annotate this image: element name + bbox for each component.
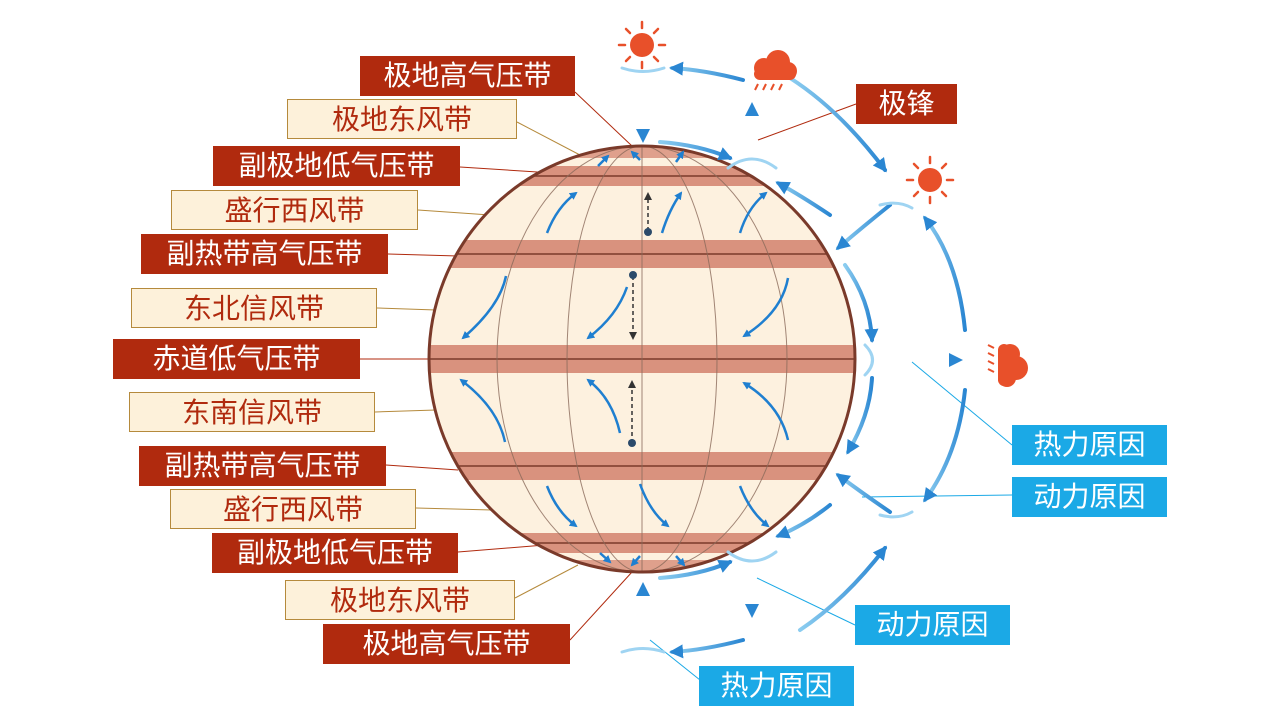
sun-icon <box>905 155 955 205</box>
globe <box>427 144 857 574</box>
wind-arrow <box>586 286 629 340</box>
wind-arrow <box>738 485 770 528</box>
label-polar-high-north: 极地高气压带 <box>360 56 575 96</box>
label-equatorial-low: 赤道低气压带 <box>113 339 360 379</box>
wind-arrow <box>459 378 507 443</box>
label-westerlies-north: 盛行西风带 <box>171 190 418 230</box>
wind-arrow <box>675 555 686 567</box>
wind-arrow <box>630 150 641 161</box>
label-ne-trade-winds: 东北信风带 <box>131 288 377 328</box>
label-polar-easterlies-south: 极地东风带 <box>285 580 515 620</box>
wind-arrow <box>599 552 612 564</box>
label-subpolar-low-south: 副极地低气压带 <box>212 533 458 573</box>
label-subtropical-high-south: 副热带高气压带 <box>139 446 386 486</box>
rain-cloud-icon <box>987 344 1028 387</box>
label-se-trade-winds: 东南信风带 <box>129 392 375 432</box>
label-subpolar-low-north: 副极地低气压带 <box>213 146 460 186</box>
wind-arrow <box>738 191 768 234</box>
label-polar-high-south: 极地高气压带 <box>323 624 570 664</box>
wind-arrow <box>742 277 790 338</box>
label-dynamic-cause-subpolar: 动力原因 <box>855 605 1010 645</box>
wind-arrow <box>660 191 683 234</box>
circulation-cells <box>620 61 967 659</box>
marker-dots <box>628 228 652 447</box>
label-polar-easterlies-north: 极地东风带 <box>287 99 517 139</box>
rain-cloud-icon <box>754 50 797 91</box>
wind-arrow <box>545 191 578 234</box>
wind-arrow <box>461 275 508 340</box>
sun-icon <box>617 20 667 70</box>
wind-arrow <box>586 378 622 434</box>
wind-arrow <box>545 485 578 528</box>
leader-lines <box>360 91 1013 681</box>
label-subtropical-high-north: 副热带高气压带 <box>141 234 388 274</box>
surface-wind-arrows <box>459 150 790 567</box>
wind-arrow <box>597 154 610 167</box>
label-polar-front: 极锋 <box>856 84 957 124</box>
wind-arrow <box>630 555 641 567</box>
label-westerlies-south: 盛行西风带 <box>170 489 416 529</box>
label-thermal-cause-equator: 热力原因 <box>1012 425 1167 465</box>
meridians <box>496 146 788 572</box>
wind-arrow <box>638 483 670 528</box>
wind-arrow <box>742 381 790 441</box>
label-dynamic-cause-subtropical: 动力原因 <box>1012 477 1167 517</box>
vertical-markers <box>628 192 652 443</box>
label-thermal-cause-polar: 热力原因 <box>699 666 854 706</box>
wind-arrow <box>674 150 685 163</box>
